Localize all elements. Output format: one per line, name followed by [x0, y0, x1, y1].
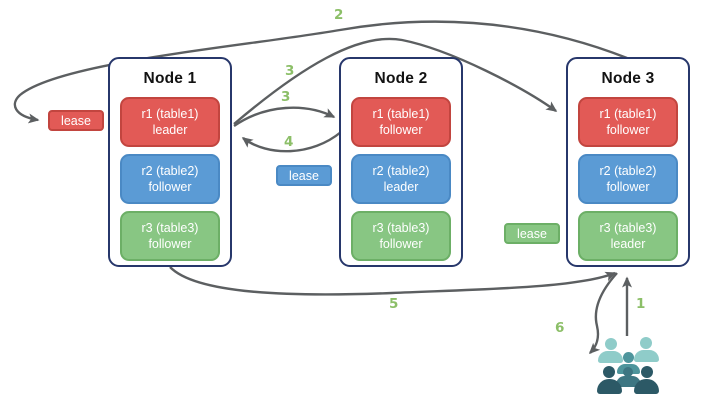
arrow-step-5-node1-to-node3	[169, 266, 617, 296]
step-label-2: 2	[334, 7, 344, 23]
node-2: Node 2 r1 (table1) follower r2 (table2) …	[339, 57, 463, 267]
step-label-3a: 3	[285, 63, 295, 79]
step-label-1: 1	[636, 296, 646, 312]
step-label-4: 4	[284, 134, 294, 150]
replica-range: r3 (table3)	[599, 221, 657, 235]
step-label-5: 5	[389, 296, 399, 312]
node-1-replica-r1: r1 (table1) leader	[120, 97, 220, 147]
replica-role: follower	[379, 237, 423, 251]
replica-range: r3 (table3)	[372, 221, 430, 235]
lease-badge-r1: lease	[48, 110, 104, 131]
replica-role: leader	[610, 237, 646, 251]
node-1-replica-r2: r2 (table2) follower	[120, 154, 220, 204]
replica-range: r1 (table1)	[372, 107, 430, 121]
users-group-icon	[594, 334, 662, 396]
node-3-title: Node 3	[601, 70, 655, 87]
replica-role: follower	[148, 237, 192, 251]
node-3-replica-r2: r2 (table2) follower	[578, 154, 678, 204]
node-2-replica-r3: r3 (table3) follower	[351, 211, 451, 261]
replica-role: follower	[606, 180, 650, 194]
lease-badge-r2: lease	[276, 165, 332, 186]
replica-role: follower	[606, 123, 650, 137]
replica-range: r1 (table1)	[141, 107, 199, 121]
step-label-3b: 3	[281, 89, 291, 105]
node-2-replica-r1: r1 (table1) follower	[351, 97, 451, 147]
replica-role: follower	[379, 123, 423, 137]
lease-badge-r3: lease	[504, 223, 560, 244]
node-3-replica-r1: r1 (table1) follower	[578, 97, 678, 147]
node-1-replica-r3: r3 (table3) follower	[120, 211, 220, 261]
replica-range: r2 (table2)	[372, 164, 430, 178]
replica-range: r2 (table2)	[599, 164, 657, 178]
replica-role: leader	[152, 123, 188, 137]
node-1: Node 1 r1 (table1) leader r2 (table2) fo…	[108, 57, 232, 267]
replica-range: r3 (table3)	[141, 221, 199, 235]
node-3-replica-r3: r3 (table3) leader	[578, 211, 678, 261]
node-1-title: Node 1	[143, 70, 197, 87]
replica-role: follower	[148, 180, 192, 194]
arrow-step-3-node1-to-node2	[233, 106, 336, 127]
node-2-title: Node 2	[374, 70, 428, 87]
replica-role: leader	[383, 180, 419, 194]
node-2-replica-r2: r2 (table2) leader	[351, 154, 451, 204]
replica-range: r2 (table2)	[141, 164, 199, 178]
replica-range: r1 (table1)	[599, 107, 657, 121]
arrow-step-2-node3-to-lease1	[13, 20, 628, 124]
node-3: Node 3 r1 (table1) follower r2 (table2) …	[566, 57, 690, 267]
step-label-6: 6	[555, 320, 565, 336]
